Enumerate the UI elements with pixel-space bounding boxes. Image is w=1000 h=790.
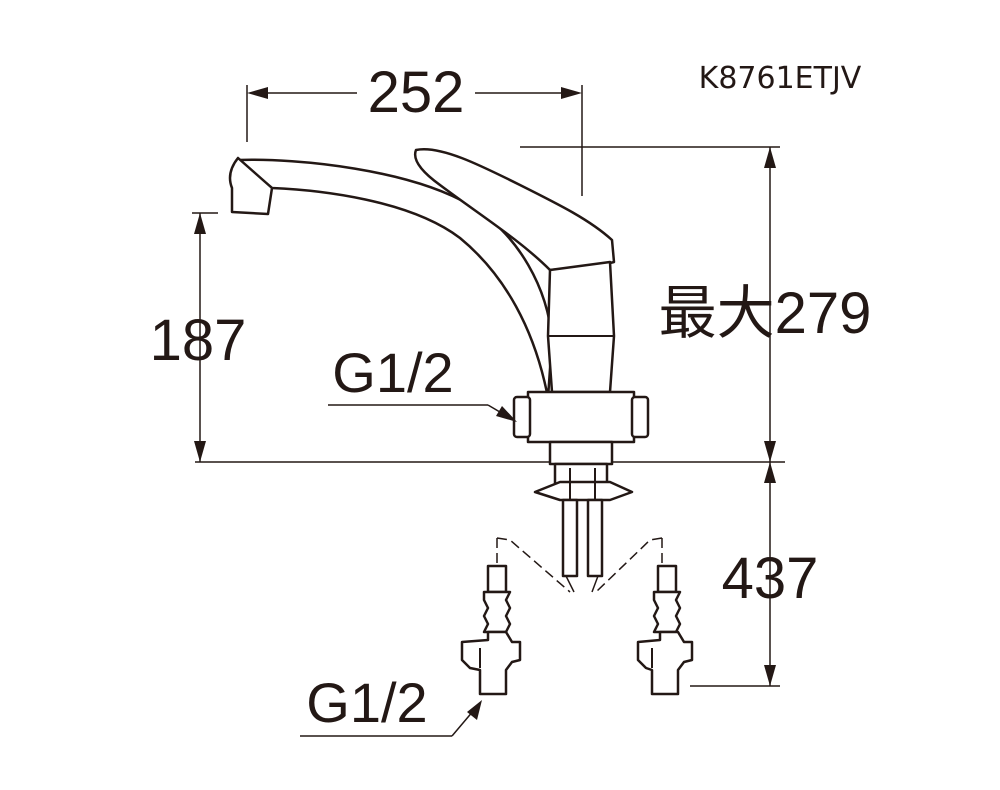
supply-pipes: [533, 462, 634, 593]
hose-length-value: 437: [722, 546, 819, 611]
left-knob: [512, 395, 532, 439]
lower-thread-label: G1/2: [306, 671, 427, 734]
model-number: K8761ETJV: [699, 61, 862, 96]
body-column: [546, 260, 616, 394]
width-value: 252: [368, 60, 465, 125]
aerator: [228, 156, 274, 216]
faucet-body: [228, 147, 650, 466]
base-neck: [548, 440, 614, 466]
spout-height-value: 187: [150, 308, 247, 373]
max-height-value: 最大279: [659, 281, 872, 346]
width-dimension: 252: [246, 60, 583, 196]
hose-length-dimension: 437: [690, 462, 819, 687]
left-hose: [460, 564, 522, 696]
spout-height-dimension: 187: [150, 212, 247, 462]
lower-thread-callout: G1/2: [300, 671, 482, 737]
hose-route-right: [595, 537, 663, 593]
upper-thread-callout: G1/2: [328, 341, 517, 422]
right-valve: [636, 630, 694, 696]
upper-thread-label: G1/2: [332, 341, 453, 404]
max-height-dimension: 最大279: [520, 146, 872, 462]
left-valve: [460, 630, 522, 696]
hose-route-left: [496, 537, 571, 593]
right-hose: [636, 564, 694, 696]
right-knob: [630, 395, 650, 439]
base-mount: [526, 390, 636, 444]
